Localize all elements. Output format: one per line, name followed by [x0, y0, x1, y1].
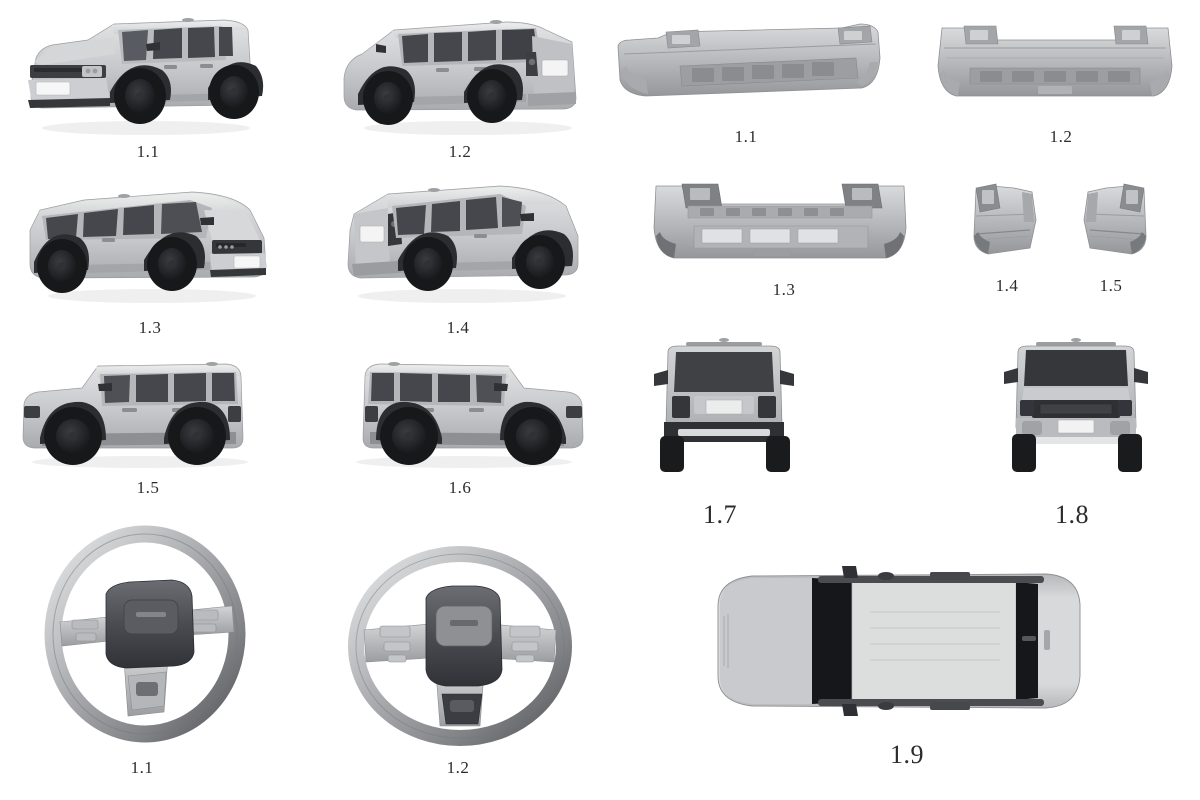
caption-right-1-1: 1.1	[734, 127, 758, 146]
figure-suv-front-three-quarter-right	[20, 178, 282, 306]
figure-suv-rear-three-quarter-right	[330, 174, 592, 306]
bumper-corner-right-art	[1068, 178, 1158, 268]
figure-bumper-inner	[646, 174, 914, 274]
suv-rear-three-quarter-right-art	[330, 174, 592, 306]
bumper-rear-art	[930, 14, 1180, 114]
figure-suv-side-right	[336, 352, 594, 470]
bumper-three-quarter-art	[612, 18, 902, 116]
figure-bumper-three-quarter	[612, 18, 902, 116]
suv-top-plan-art	[700, 556, 1100, 726]
suv-rear-elevation-art	[630, 330, 820, 495]
caption-left-1-1: 1.1	[136, 142, 160, 161]
caption-left-1-4: 1.4	[446, 318, 470, 337]
suv-rear-three-quarter-art	[336, 12, 598, 138]
caption-right-1-9: 1.9	[890, 740, 924, 769]
caption-right-1-5: 1.5	[1099, 276, 1123, 295]
suv-front-elevation-art	[982, 330, 1172, 495]
figure-suv-front-three-quarter	[18, 8, 280, 138]
caption-right-1-4: 1.4	[995, 276, 1019, 295]
caption-right-1-2: 1.2	[1049, 127, 1073, 146]
suv-front-three-quarter-right-art	[20, 178, 282, 306]
suv-side-right-art	[336, 352, 594, 470]
figure-suv-rear-elevation	[630, 330, 820, 495]
caption-left-1-6: 1.6	[448, 478, 472, 497]
caption-left-1-2: 1.2	[448, 142, 472, 161]
steering-wheel-angled-art	[40, 525, 250, 745]
figure-steering-wheel-front	[340, 546, 580, 746]
caption-right-1-7: 1.7	[703, 500, 737, 529]
caption-left-1-3: 1.3	[138, 318, 162, 337]
figure-bumper-rear	[930, 14, 1180, 114]
bumper-corner-left-art	[962, 178, 1052, 268]
figure-steering-wheel-angled	[40, 525, 250, 745]
caption-bottom-1-2: 1.2	[446, 758, 470, 777]
caption-left-1-5: 1.5	[136, 478, 160, 497]
suv-front-three-quarter-art	[18, 8, 280, 138]
bumper-inner-art	[646, 174, 914, 274]
figure-suv-rear-three-quarter	[336, 12, 598, 138]
suv-side-left-art	[12, 352, 270, 470]
caption-right-1-3: 1.3	[772, 280, 796, 299]
figure-bumper-corner-right	[1068, 178, 1158, 268]
caption-right-1-8: 1.8	[1055, 500, 1089, 529]
figure-suv-top-plan	[700, 556, 1100, 726]
steering-wheel-front-art	[340, 546, 580, 746]
caption-bottom-1-1: 1.1	[130, 758, 154, 777]
figure-suv-front-elevation	[982, 330, 1172, 495]
figure-suv-side-left	[12, 352, 270, 470]
figure-bumper-corner-left	[962, 178, 1052, 268]
